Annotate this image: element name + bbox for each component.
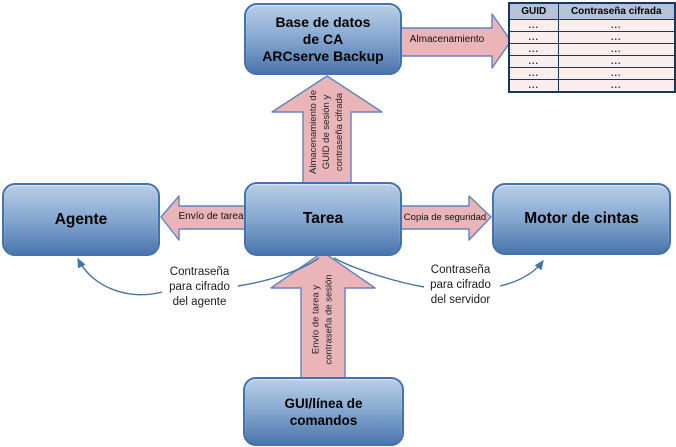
storage-arrow-label: Almacenamiento: [409, 34, 485, 45]
password-cell: ...: [557, 31, 676, 44]
table-row: ... ...: [508, 19, 676, 32]
job-box-label: Tarea: [302, 210, 344, 227]
store-guid-arrow-label: Almacenamiento de GUID de sesión y contr…: [308, 90, 345, 174]
guid-cell: ...: [508, 55, 559, 68]
password-cell: ...: [557, 79, 676, 93]
password-cell: ...: [557, 67, 676, 80]
connector-apex-to-agent-note: [237, 257, 320, 287]
job-box: Tarea: [244, 182, 402, 256]
agent-password-note: Contraseña para cifrado del agente: [169, 266, 230, 308]
server-password-note: Contraseña para cifrado del servidor: [430, 264, 491, 306]
server-password-arrow: [499, 259, 544, 287]
table-row: ... ...: [508, 31, 676, 44]
gui-box-label: GUI/línea de comandos: [284, 395, 363, 428]
guid-cell: ...: [508, 19, 559, 32]
guid-cell: ...: [508, 79, 559, 93]
table-header-row: GUID Contraseña cifrada: [508, 2, 676, 20]
guid-cell: ...: [508, 31, 559, 44]
guid-cell: ...: [508, 43, 559, 56]
guid-cell: ...: [508, 67, 559, 80]
password-cell: ...: [557, 55, 676, 68]
password-cell: ...: [557, 19, 676, 32]
credentials-table: GUID Contraseña cifrada ... ... ... ... …: [508, 2, 676, 93]
table-row: ... ...: [508, 79, 676, 93]
guid-column-header: GUID: [508, 2, 559, 20]
agent-password-arrow: [77, 257, 163, 296]
send-job-arrow-label: Envío de tarea: [178, 211, 244, 222]
password-cell: ...: [557, 43, 676, 56]
tape-engine-box-label: Motor de cintas: [524, 210, 639, 227]
backup-arrow-label: Copia de seguridad: [403, 212, 487, 223]
table-row: ... ...: [508, 67, 676, 80]
database-box: Base de datos de CA ARCserve Backup: [244, 3, 402, 75]
gui-box: GUI/línea de comandos: [243, 377, 404, 446]
tape-engine-box: Motor de cintas: [492, 183, 671, 255]
agent-box-label: Agente: [54, 210, 108, 228]
table-row: ... ...: [508, 43, 676, 56]
database-box-label: Base de datos de CA ARCserve Backup: [262, 13, 384, 64]
send-session-arrow-label: Envío de tarea y contraseña de sesión: [310, 274, 335, 365]
password-column-header: Contraseña cifrada: [557, 2, 676, 20]
agent-box: Agente: [2, 183, 160, 256]
connector-apex-to-server-note: [333, 257, 425, 288]
table-row: ... ...: [508, 55, 676, 68]
